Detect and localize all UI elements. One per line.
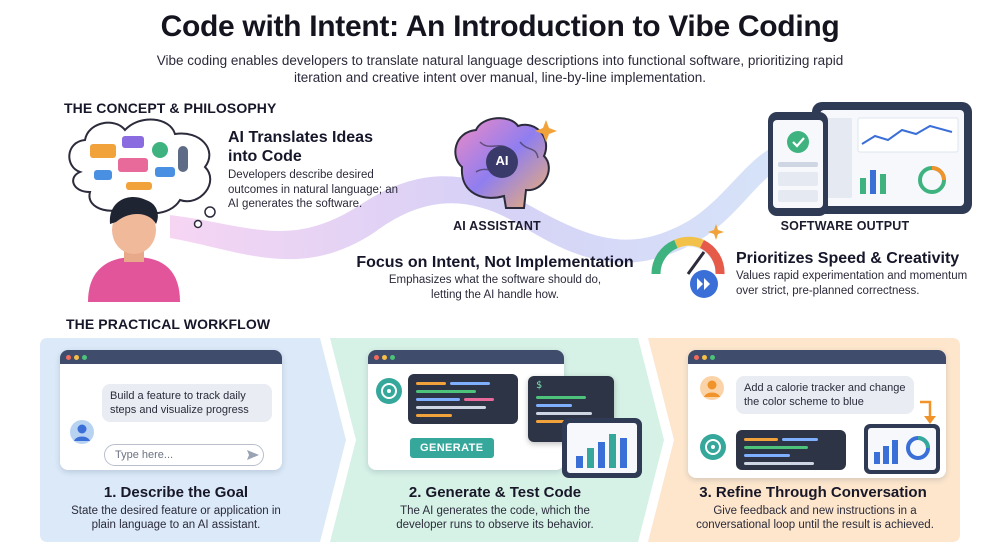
ai-assistant-label: AI ASSISTANT <box>453 219 541 233</box>
concept-heading: THE CONCEPT & PHILOSOPHY <box>64 100 277 116</box>
terminal-prompt: $ <box>536 380 543 391</box>
focus-intent-title: Focus on Intent, Not Implementation <box>356 254 634 271</box>
speed-creativity-title: Prioritizes Speed & Creativity <box>736 250 960 267</box>
flow-ribbon <box>170 140 800 263</box>
workflow-heading: THE PRACTICAL WORKFLOW <box>66 316 271 332</box>
ai-assistant-icon <box>700 434 726 460</box>
chat-input[interactable]: Type here... <box>104 444 264 466</box>
step-1-description: State the desired feature or application… <box>71 505 281 531</box>
generate-button[interactable]: GENERATE <box>410 438 494 458</box>
app-preview-tablet-icon <box>562 418 642 478</box>
ai-assistant-icon <box>376 378 402 404</box>
software-output-label: SOFTWARE OUTPUT <box>780 219 910 233</box>
chat-window: Build a feature to track daily steps and… <box>60 350 282 470</box>
user-prompt-bubble: Build a feature to track daily steps and… <box>102 384 272 422</box>
arrow-down-icon <box>920 400 936 424</box>
ai-badge-circle <box>486 146 518 178</box>
developer-avatar-icon <box>88 197 180 302</box>
page-subtitle: Vibe coding enables developers to transl… <box>156 53 844 85</box>
user-avatar-icon <box>70 420 94 444</box>
user-avatar-icon <box>700 376 724 400</box>
speed-creativity-description: Values rapid experimentation and momentu… <box>736 270 968 297</box>
step-2-title: 2. Generate & Test Code <box>408 484 582 501</box>
workflow-step-1: Build a feature to track daily steps and… <box>60 336 320 546</box>
thought-cloud-icon <box>68 118 216 229</box>
send-icon[interactable] <box>246 448 260 462</box>
speed-gauge-icon <box>651 224 725 298</box>
conversation-window: Add a calorie tracker and change the col… <box>688 350 946 478</box>
ai-translates-description: Developers describe desired outcomes in … <box>228 169 399 210</box>
refinement-prompt-bubble: Add a calorie tracker and change the col… <box>736 376 914 414</box>
developer-thinking-illustration <box>68 118 216 302</box>
workflow-step-2: GENERATE $ 2. Generate & Test Code The A… <box>368 336 650 546</box>
tablet-icon <box>812 102 972 214</box>
window-titlebar <box>368 350 564 364</box>
workflow-step-3: Add a calorie tracker and change the col… <box>688 336 950 546</box>
software-output-illustration <box>768 102 972 216</box>
step-2-description: The AI generates the code, which the dev… <box>396 505 594 531</box>
updated-app-tablet-icon <box>864 424 940 474</box>
updated-code-block <box>736 430 846 470</box>
ai-brain-illustration <box>454 117 557 209</box>
step-3-title: 3. Refine Through Conversation <box>699 484 927 501</box>
ai-translates-title: AI Translates Ideas into Code <box>228 129 373 165</box>
window-titlebar <box>688 350 946 364</box>
page-title: Code with Intent: An Introduction to Vib… <box>160 10 840 43</box>
focus-intent-description: Emphasizes what the software should do, … <box>388 274 602 301</box>
step-1-title: 1. Describe the Goal <box>103 484 249 501</box>
step-3-description: Give feedback and new instructions in a … <box>696 505 934 531</box>
generated-code-block <box>408 374 518 424</box>
window-titlebar <box>60 350 282 364</box>
sparkle-icon <box>535 120 557 142</box>
phone-icon <box>768 112 828 216</box>
ai-badge-text: AI <box>495 153 509 168</box>
